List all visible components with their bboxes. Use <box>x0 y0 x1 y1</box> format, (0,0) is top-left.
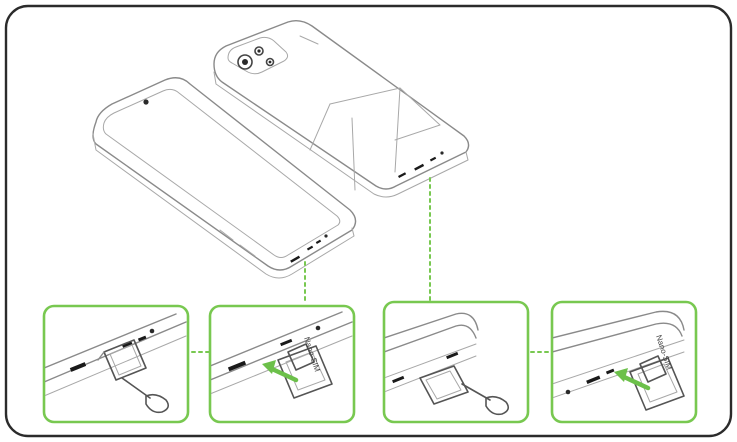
panel-eject-rear <box>382 300 530 424</box>
guide-lines <box>191 177 551 353</box>
eject-pin-icon <box>461 383 510 416</box>
panel-insert-front: Nano-SIM <box>208 304 356 424</box>
sim-tray-icon <box>97 339 147 381</box>
sim-tray-icon <box>419 365 469 405</box>
sim-card-icon <box>639 355 667 383</box>
sim-card-icon <box>287 343 315 371</box>
insert-arrow-icon <box>262 360 299 383</box>
eject-pin-icon <box>121 377 170 414</box>
sim-tray-icon <box>629 357 685 411</box>
insert-arrow-icon <box>614 368 651 391</box>
panel-eject-front <box>42 304 190 424</box>
phone-front-illustration <box>92 77 357 279</box>
panel-insert-rear: Nano-SIM <box>550 300 698 424</box>
phone-back-illustration <box>213 19 470 198</box>
